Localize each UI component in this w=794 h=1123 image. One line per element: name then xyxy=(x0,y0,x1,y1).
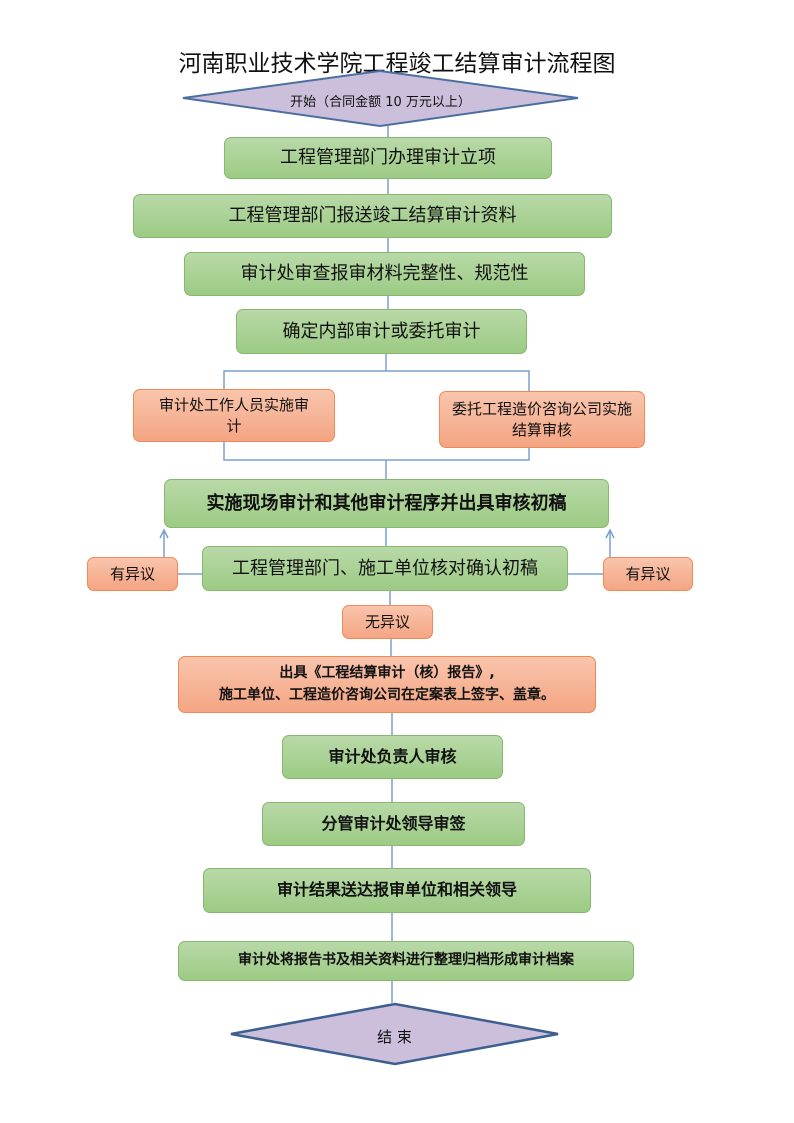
step-issue-report: 出具《工程结算审计（核）报告》, 施工单位、工程造价咨询公司在定案表上签字、盖章… xyxy=(178,656,596,713)
end-label: 结 束 xyxy=(377,1028,412,1046)
end-diamond xyxy=(230,1002,559,1066)
report-line-2: 施工单位、工程造价咨询公司在定案表上签字、盖章。 xyxy=(219,686,555,703)
step-review-materials: 审计处审查报审材料完整性、规范性 xyxy=(184,252,585,296)
step-determine-audit-type: 确定内部审计或委托审计 xyxy=(236,309,527,354)
report-line-1: 出具《工程结算审计（核）报告》, xyxy=(279,664,495,681)
branch-internal-audit: 审计处工作人员实施审计 xyxy=(133,389,335,442)
branch-entrusted-audit: 委托工程造价咨询公司实施结算审核 xyxy=(439,391,645,448)
step-audit-project-setup: 工程管理部门办理审计立项 xyxy=(224,137,552,179)
no-objection: 无异议 xyxy=(342,605,433,639)
start-diamond xyxy=(182,69,579,128)
step-deliver-results: 审计结果送达报审单位和相关领导 xyxy=(203,868,591,913)
step-onsite-audit-draft: 实施现场审计和其他审计程序并出具审核初稿 xyxy=(164,479,609,528)
objection-left: 有异议 xyxy=(87,557,178,591)
step-leader-sign: 分管审计处领导审签 xyxy=(262,802,525,846)
objection-right: 有异议 xyxy=(603,557,693,591)
step-archive: 审计处将报告书及相关资料进行整理归档形成审计档案 xyxy=(178,941,634,981)
start-label: 开始（合同金额 10 万元以上） xyxy=(290,95,471,110)
step-head-review: 审计处负责人审核 xyxy=(282,735,503,779)
step-submit-materials: 工程管理部门报送竣工结算审计资料 xyxy=(133,194,612,238)
step-confirm-draft: 工程管理部门、施工单位核对确认初稿 xyxy=(202,546,568,591)
